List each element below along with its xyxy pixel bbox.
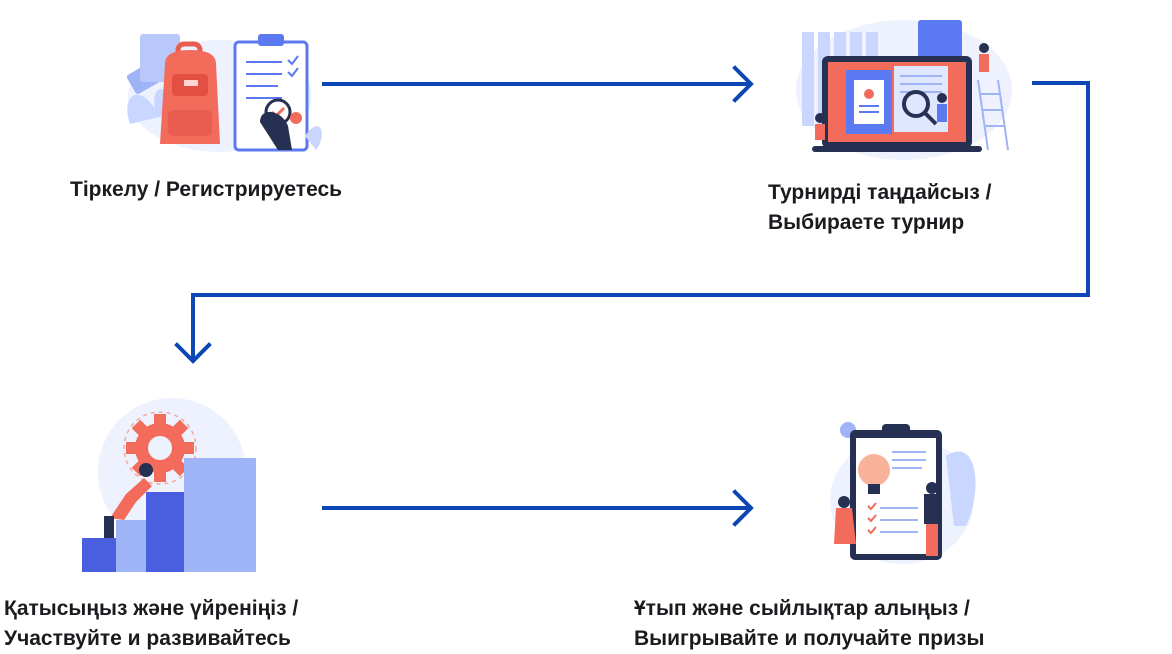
laptop-documents-illustration [796, 20, 1012, 160]
arrow-3-head [732, 489, 754, 527]
clipboard-lightbulb-illustration [830, 422, 976, 564]
step-2-line-1: Турнирді таңдайсыз / [768, 181, 992, 204]
step-4-line-1: Ұтып және сыйлықтар алыңыз / [634, 597, 970, 620]
step-4-label: Ұтып және сыйлықтар алыңыз / Выигрывайте… [634, 594, 984, 654]
arrow-2-line [191, 81, 1090, 360]
step-2-line-2: Выбираете турнир [768, 211, 965, 234]
step-2-label: Турнирді таңдайсыз / Выбираете турнир [768, 178, 991, 238]
step-1-line-1: Тіркелу / Регистрируетесь [70, 178, 343, 201]
step-3-label: Қатысыңыз және үйреніңіз / Участвуйте и … [4, 594, 298, 654]
step-3-line-2: Участвуйте и развивайтесь [4, 627, 291, 650]
step-4-line-2: Выигрывайте и получайте призы [634, 627, 985, 650]
step-1-label: Тіркелу / Регистрируетесь [70, 175, 342, 205]
gear-stairs-illustration [82, 398, 256, 572]
arrow-1-head [732, 65, 754, 103]
backpack-checklist-illustration [126, 34, 322, 152]
step-3-line-1: Қатысыңыз және үйреніңіз / [4, 597, 299, 620]
arrow-2-head [174, 342, 212, 364]
